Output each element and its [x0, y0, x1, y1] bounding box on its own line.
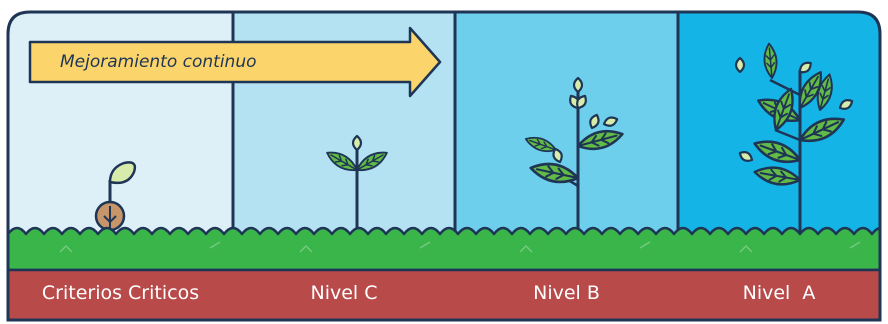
improvement-arrow	[28, 26, 442, 98]
level-label-criterios: Criterios Criticos	[41, 282, 200, 304]
grass-strip	[8, 226, 880, 272]
level-label-nivel-c: Nivel C	[310, 282, 378, 304]
diagram-frame	[6, 10, 882, 322]
young-plant	[522, 76, 626, 246]
mature-plant	[734, 42, 856, 246]
level-label-bar	[8, 270, 880, 320]
level-label-nivel-b: Nivel B	[533, 282, 600, 304]
level-label-nivel-a: Nivel A	[742, 282, 816, 304]
arrow-label: Mejoramiento continuo	[60, 52, 257, 72]
